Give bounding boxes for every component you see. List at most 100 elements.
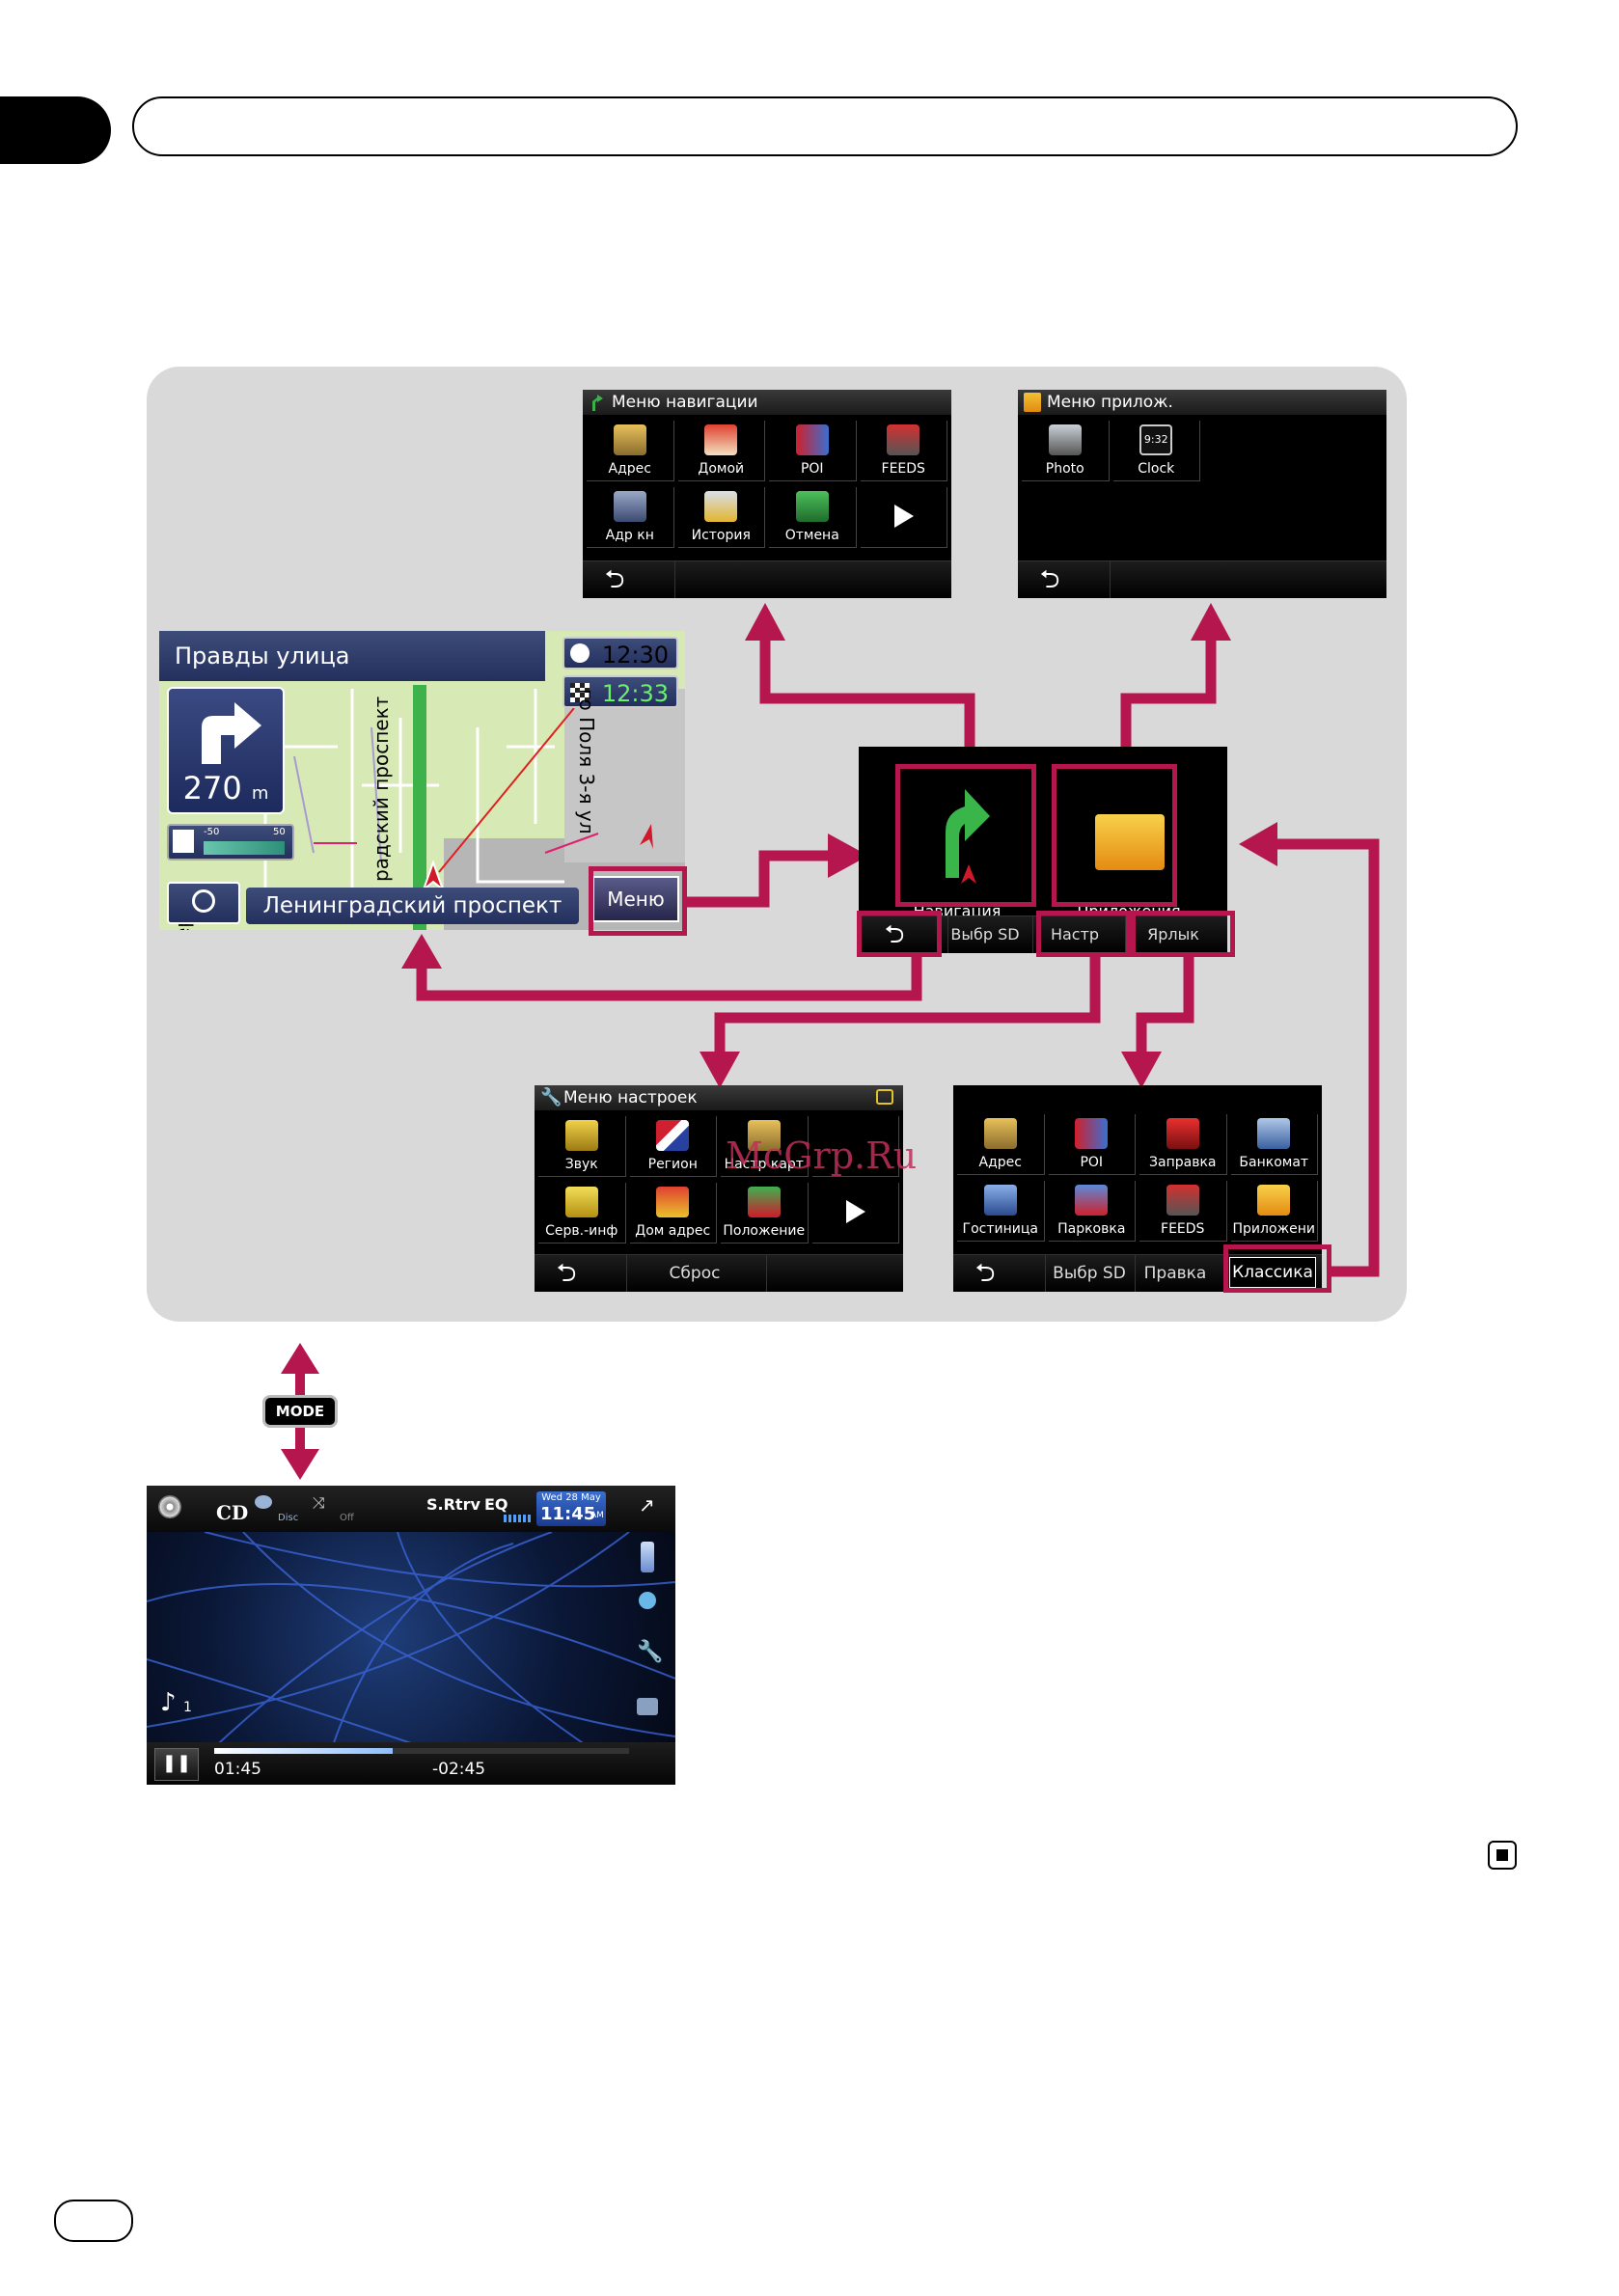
shortcut-item-hotel[interactable]: Гостиница xyxy=(957,1181,1045,1242)
shortcut-menu-grid: Адрес POI Заправка Банкомат Гостиница Па… xyxy=(957,1114,1318,1242)
music-note-icon: ♪ xyxy=(160,1688,177,1717)
page-number-pill xyxy=(54,2200,133,2242)
classic-button[interactable]: Классика xyxy=(1229,1257,1316,1288)
nav-item-address[interactable]: Адрес xyxy=(587,421,674,481)
watermark: McGrp.Ru xyxy=(726,1134,918,1177)
settings-item-service-info[interactable]: Серв.-инф xyxy=(538,1183,626,1244)
folder-apps-icon xyxy=(1095,814,1165,870)
flag-icon xyxy=(656,1120,690,1151)
folder-apps-icon xyxy=(1257,1185,1291,1216)
search-button[interactable] xyxy=(167,882,240,924)
settings-next-page-button[interactable] xyxy=(811,1116,899,1177)
shortcut-menu-screen: Адрес POI Заправка Банкомат Гостиница Па… xyxy=(953,1085,1322,1292)
shortcut-item-parking[interactable]: Парковка xyxy=(1048,1181,1136,1242)
current-time: 12:30 xyxy=(563,637,678,670)
app-menu-title: Меню прилож. xyxy=(1047,393,1173,412)
back-arrow-icon[interactable]: ⮌ xyxy=(1039,565,1060,594)
home-icon xyxy=(704,424,738,455)
pause-button[interactable]: ❚❚ xyxy=(154,1748,199,1781)
play-right-icon xyxy=(846,1200,866,1223)
clock-icon: 9:32 xyxy=(1139,424,1173,455)
nav-item-poi[interactable]: POI xyxy=(769,421,857,481)
nav-item-history[interactable]: История xyxy=(677,487,765,548)
current-street: Ленинградский проспект xyxy=(246,888,579,924)
settings-item-sound[interactable]: Звук xyxy=(538,1116,626,1177)
fuel-pump-icon xyxy=(1166,1118,1199,1149)
shortcut-button[interactable]: Ярлык xyxy=(1125,916,1221,953)
nav-item-address-book[interactable]: Адр кн xyxy=(587,487,674,548)
shortcut-item-apps[interactable]: Приложени xyxy=(1230,1181,1318,1242)
settings-menu-screen: 🔧 Меню настроек Звук Регион Настр карт С… xyxy=(535,1085,903,1292)
repeat-mode-label: Disc xyxy=(278,1513,299,1523)
track-number: 1 xyxy=(183,1700,192,1715)
settings-item-map[interactable]: Настр карт xyxy=(721,1116,809,1177)
expand-icon[interactable]: ↗ xyxy=(639,1493,655,1517)
map-icon xyxy=(613,424,646,455)
edit-button[interactable]: Правка xyxy=(1135,1255,1215,1292)
back-arrow-icon[interactable]: ⮌ xyxy=(884,920,905,949)
nav-menu-title: Меню навигации xyxy=(612,393,758,412)
camera-icon[interactable] xyxy=(637,1698,658,1715)
chapter-tab xyxy=(0,96,111,164)
settings-menu-titlebar: 🔧 Меню настроек xyxy=(535,1085,903,1110)
lane-guide: -50 50 xyxy=(167,824,294,861)
shortcut-item-poi[interactable]: POI xyxy=(1048,1114,1136,1175)
cd-playback-bar: ❚❚ 01:45 -02:45 xyxy=(147,1742,675,1785)
tools-icon: 🔧 xyxy=(540,1087,563,1107)
menu-button[interactable]: Меню xyxy=(592,876,679,922)
app-tile-highlight xyxy=(1052,764,1177,907)
shortcut-menu-bottombar: ⮌ Выбр SD Правка Классика xyxy=(953,1254,1322,1292)
app-item-photo[interactable]: Photo xyxy=(1022,421,1110,481)
reset-button[interactable]: Сброс xyxy=(626,1255,762,1292)
back-highlight xyxy=(857,911,942,957)
clock-icon xyxy=(570,643,590,663)
nav-menu-bottombar: ⮌ xyxy=(583,560,951,598)
top-menu-bottombar: ⮌ Выбр SD Настр Ярлык xyxy=(859,916,1227,953)
settings-menu-bottombar: ⮌ Сброс xyxy=(535,1254,903,1292)
sd-select-button[interactable]: Выбр SD xyxy=(947,916,1022,953)
phone-icon[interactable] xyxy=(641,1542,654,1572)
header-bar xyxy=(132,96,1518,156)
nav-item-cancel[interactable]: Отмена xyxy=(769,487,857,548)
search-icon xyxy=(192,889,215,913)
progress-track[interactable] xyxy=(214,1748,629,1754)
shortcut-item-feeds[interactable]: FEEDS xyxy=(1139,1181,1227,1242)
classic-highlight xyxy=(1223,1244,1331,1293)
mode-button[interactable]: MODE xyxy=(262,1395,338,1428)
settings-item-position[interactable]: Положение xyxy=(721,1183,809,1244)
repeat-icon xyxy=(255,1495,272,1509)
back-arrow-icon[interactable]: ⮌ xyxy=(556,1259,577,1288)
settings-item-home-address[interactable]: Дом адрес xyxy=(629,1183,717,1244)
nav-next-page-button[interactable] xyxy=(860,487,947,548)
music-note-icon xyxy=(564,1120,598,1151)
green-route-arrow-icon xyxy=(946,789,990,884)
back-arrow-icon[interactable]: ⮌ xyxy=(604,565,625,594)
address-book-icon xyxy=(613,491,646,522)
nav-item-feeds[interactable]: FEEDS xyxy=(860,421,947,481)
shortcut-item-address[interactable]: Адрес xyxy=(957,1114,1045,1175)
nav-menu-grid: Адрес Домой POI FEEDS Адр кн История Отм… xyxy=(587,421,947,548)
tools-icon[interactable]: 🔧 xyxy=(637,1640,664,1664)
road-icon xyxy=(173,830,194,853)
settings-item-region[interactable]: Регион xyxy=(629,1116,717,1177)
sd-select-button[interactable]: Выбр SD xyxy=(1045,1255,1133,1292)
date-time-badge: Wed 28 May 11:45 AM xyxy=(536,1491,606,1526)
location-pin-icon[interactable] xyxy=(639,1592,656,1609)
settings-button[interactable]: Настр xyxy=(1032,916,1116,953)
remaining-time: -02:45 xyxy=(432,1760,486,1779)
feeds-icon xyxy=(887,424,920,455)
settings-next-button[interactable] xyxy=(811,1183,899,1244)
nav-menu-screen: Меню навигации Адрес Домой POI FEEDS Адр… xyxy=(583,390,951,598)
street-label-vertical: радский проспект xyxy=(370,696,393,882)
map-street-title: Правды улица xyxy=(159,631,545,681)
shuffle-icon: ⤨ xyxy=(313,1493,325,1512)
nav-item-home[interactable]: Домой xyxy=(677,421,765,481)
app-menu-titlebar: Меню прилож. xyxy=(1018,390,1386,415)
shortcut-item-atm[interactable]: Банкомат xyxy=(1230,1114,1318,1175)
back-arrow-icon[interactable]: ⮌ xyxy=(974,1259,996,1288)
settings-menu-grid: Звук Регион Настр карт Серв.-инф Дом адр… xyxy=(538,1116,899,1244)
shortcut-item-fuel[interactable]: Заправка xyxy=(1139,1114,1227,1175)
